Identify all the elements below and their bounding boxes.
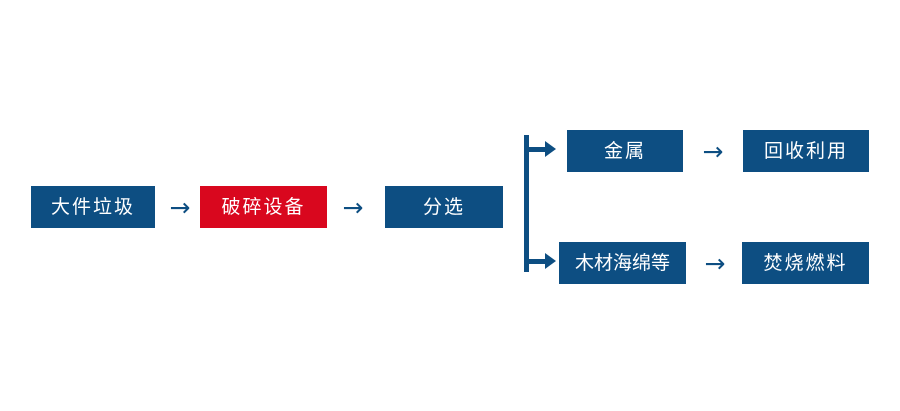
node-incineration-fuel-label: 焚烧燃料	[763, 251, 848, 274]
node-metal[interactable]: 金属	[567, 130, 683, 172]
arrow-right-icon: →	[169, 192, 191, 222]
node-wood-sponge-label: 木材海绵等	[574, 251, 670, 274]
node-recycle-reuse[interactable]: 回收利用	[743, 130, 869, 172]
branch-stub-bottom	[524, 259, 548, 264]
arrow-right-icon: →	[704, 248, 726, 278]
branch-bracket-trunk	[524, 135, 529, 272]
node-input-bulky-waste[interactable]: 大件垃圾	[31, 186, 155, 228]
arrow-input-to-shredder: →	[160, 190, 200, 224]
node-recycle-reuse-label: 回收利用	[763, 139, 848, 162]
node-wood-sponge[interactable]: 木材海绵等	[559, 242, 686, 284]
node-shredder-equipment-label: 破碎设备	[221, 195, 306, 218]
node-metal-label: 金属	[603, 139, 646, 162]
arrow-shredder-to-sorting: →	[333, 190, 373, 224]
arrow-metal-to-recycle: →	[693, 134, 733, 168]
arrow-right-icon: →	[702, 136, 724, 166]
branch-arrowhead-bottom-icon	[545, 253, 556, 269]
node-shredder-equipment[interactable]: 破碎设备	[200, 186, 327, 228]
arrow-right-icon: →	[342, 192, 364, 222]
node-sorting-label: 分选	[422, 195, 465, 218]
branch-arrowhead-top-icon	[545, 141, 556, 157]
branch-stub-top	[524, 147, 548, 152]
node-incineration-fuel[interactable]: 焚烧燃料	[742, 242, 869, 284]
node-input-bulky-waste-label: 大件垃圾	[50, 195, 135, 218]
node-sorting[interactable]: 分选	[385, 186, 503, 228]
arrow-wood-to-fuel: →	[695, 246, 735, 280]
